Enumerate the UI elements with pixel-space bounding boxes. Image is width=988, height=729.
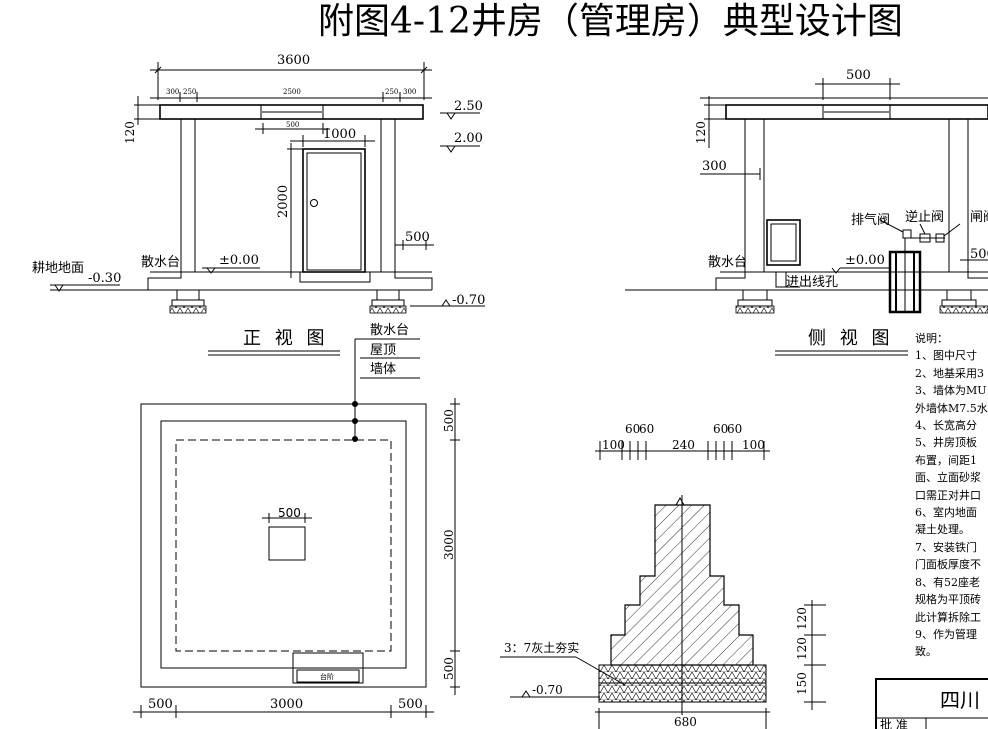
elev-base: -0.70 bbox=[452, 293, 485, 308]
notes: 说明： 1、图中尺寸 2、地基采用3 3、墙体为MU 外墙体M7.5水 4、长宽… bbox=[915, 330, 988, 661]
dim-door-height: 2000 bbox=[276, 185, 291, 218]
legend-item-roof: 屋顶 bbox=[370, 343, 396, 358]
dim-plan-bottom-left: 500 bbox=[148, 697, 173, 712]
elev-mid: 2.00 bbox=[454, 131, 483, 146]
fdn-dim-top-3: 60 bbox=[713, 422, 728, 436]
dim-small-4: 250 bbox=[385, 88, 398, 96]
elev-ground: -0.30 bbox=[88, 271, 121, 286]
title-block: 四川 批 准 bbox=[875, 678, 988, 729]
dim-hole: 500 bbox=[278, 506, 301, 520]
door-handle-icon bbox=[310, 199, 318, 207]
title-block-row-label: 批 准 bbox=[880, 717, 908, 729]
elev-floor: ±0.00 bbox=[219, 253, 259, 268]
notes-line-11: 凝土处理。 bbox=[915, 523, 970, 537]
foundation-section: 60 60 60 60 100 240 100 3：7灰土夯实 -0.70 bbox=[500, 422, 826, 729]
legend-item-apron: 散水台 bbox=[370, 323, 409, 338]
dim-small-3: 2500 bbox=[283, 88, 301, 96]
fdn-dim-top-4: 60 bbox=[727, 422, 742, 436]
label-apron-front: 散水台 bbox=[141, 255, 180, 270]
notes-line-5: 4、长宽高分 bbox=[915, 419, 977, 433]
notes-line-6: 5、井房顶板 bbox=[915, 436, 977, 450]
legend: 散水台 屋顶 墙体 bbox=[352, 323, 420, 442]
notes-line-17: 9、作为管理 bbox=[915, 627, 977, 641]
notes-line-4: 外墙体M7.5水 bbox=[915, 401, 988, 415]
notes-line-13: 门面板厚度不 bbox=[915, 558, 981, 572]
side-dim-120: 120 bbox=[694, 121, 708, 144]
label-ground: 耕地地面 bbox=[32, 260, 84, 276]
notes-line-18: 致。 bbox=[915, 645, 937, 659]
side-view-caption: 侧 视 图 bbox=[808, 328, 893, 349]
dim-plan-bottom-right: 500 bbox=[398, 697, 423, 712]
notes-line-15: 规格为平顶砖 bbox=[915, 593, 981, 607]
dim-small-2: 250 bbox=[183, 88, 196, 96]
notes-line-8: 面、立面砂浆 bbox=[915, 471, 981, 485]
label-gate-valve: 闸阀 bbox=[970, 210, 988, 225]
fdn-dim-top-1: 60 bbox=[625, 422, 640, 436]
side-elev-floor: ±0.00 bbox=[845, 253, 885, 268]
fdn-elev: -0.70 bbox=[532, 683, 563, 697]
notes-line-2: 2、地基采用3 bbox=[915, 366, 984, 380]
dim-small-1: 300 bbox=[166, 88, 179, 96]
fdn-dim-mid: 240 bbox=[672, 438, 695, 452]
dim-door-width: 1000 bbox=[323, 127, 356, 142]
side-dim-300: 300 bbox=[702, 159, 727, 174]
side-view: 500 120 300 排气阀 逆止阀 闸阀 bbox=[625, 68, 988, 356]
elev-top: 2.50 bbox=[454, 99, 483, 114]
notes-line-7: 布置，间距1 bbox=[915, 453, 977, 467]
fdn-dim-left: 100 bbox=[602, 438, 625, 452]
notes-line-9: 口需正对井口 bbox=[915, 488, 981, 502]
notes-line-14: 8、有52座老 bbox=[915, 575, 980, 589]
plan-view: 500 台阶 500 3000 500 500 3000 500 bbox=[133, 398, 460, 718]
notes-line-3: 3、墙体为MU bbox=[915, 384, 987, 398]
dim-wall: 120 bbox=[123, 121, 137, 144]
dim-inner: 500 bbox=[286, 121, 299, 129]
label-fill: 3：7灰土夯实 bbox=[504, 640, 579, 655]
side-dim-top: 500 bbox=[846, 68, 871, 83]
dim-total: 3600 bbox=[277, 53, 310, 68]
side-dim-500: 500 bbox=[970, 247, 988, 262]
label-check-valve: 逆止阀 bbox=[905, 209, 944, 225]
fdn-dim-side-2: 120 bbox=[795, 637, 809, 660]
dim-plan-right-mid: 3000 bbox=[442, 529, 456, 560]
front-view: 3600 300 250 2500 250 300 120 500 1000 bbox=[32, 53, 485, 356]
label-apron-side: 散水台 bbox=[708, 255, 747, 270]
fdn-dim-right: 100 bbox=[742, 438, 765, 452]
fdn-dim-bottom: 680 bbox=[674, 715, 697, 729]
front-view-caption: 正 视 图 bbox=[243, 328, 328, 349]
fdn-dim-top-2: 60 bbox=[639, 422, 654, 436]
legend-item-wall: 墙体 bbox=[370, 362, 396, 377]
title-block-org: 四川 bbox=[940, 688, 980, 712]
notes-line-12: 7、安装铁门 bbox=[915, 540, 977, 554]
dim-plan-right-top: 500 bbox=[442, 409, 456, 432]
dim-small-5: 300 bbox=[403, 88, 416, 96]
label-air-valve: 排气阀 bbox=[851, 212, 890, 228]
fdn-dim-side-3: 150 bbox=[795, 672, 809, 695]
page-title: 附图4-12井房（管理房）典型设计图 bbox=[318, 1, 903, 42]
notes-line-1: 1、图中尺寸 bbox=[915, 349, 977, 363]
notes-line-10: 6、室内地面 bbox=[915, 506, 977, 520]
plan-step-label: 台阶 bbox=[320, 672, 334, 681]
label-inlet: 进出线孔 bbox=[786, 275, 838, 290]
dim-apron: 500 bbox=[405, 230, 430, 245]
notes-heading: 说明： bbox=[915, 332, 948, 345]
fdn-dim-side-1: 120 bbox=[795, 607, 809, 630]
dim-plan-bottom-mid: 3000 bbox=[270, 697, 303, 712]
notes-line-16: 此计算拆除工 bbox=[915, 610, 981, 624]
dim-plan-right-bot: 500 bbox=[442, 657, 456, 680]
